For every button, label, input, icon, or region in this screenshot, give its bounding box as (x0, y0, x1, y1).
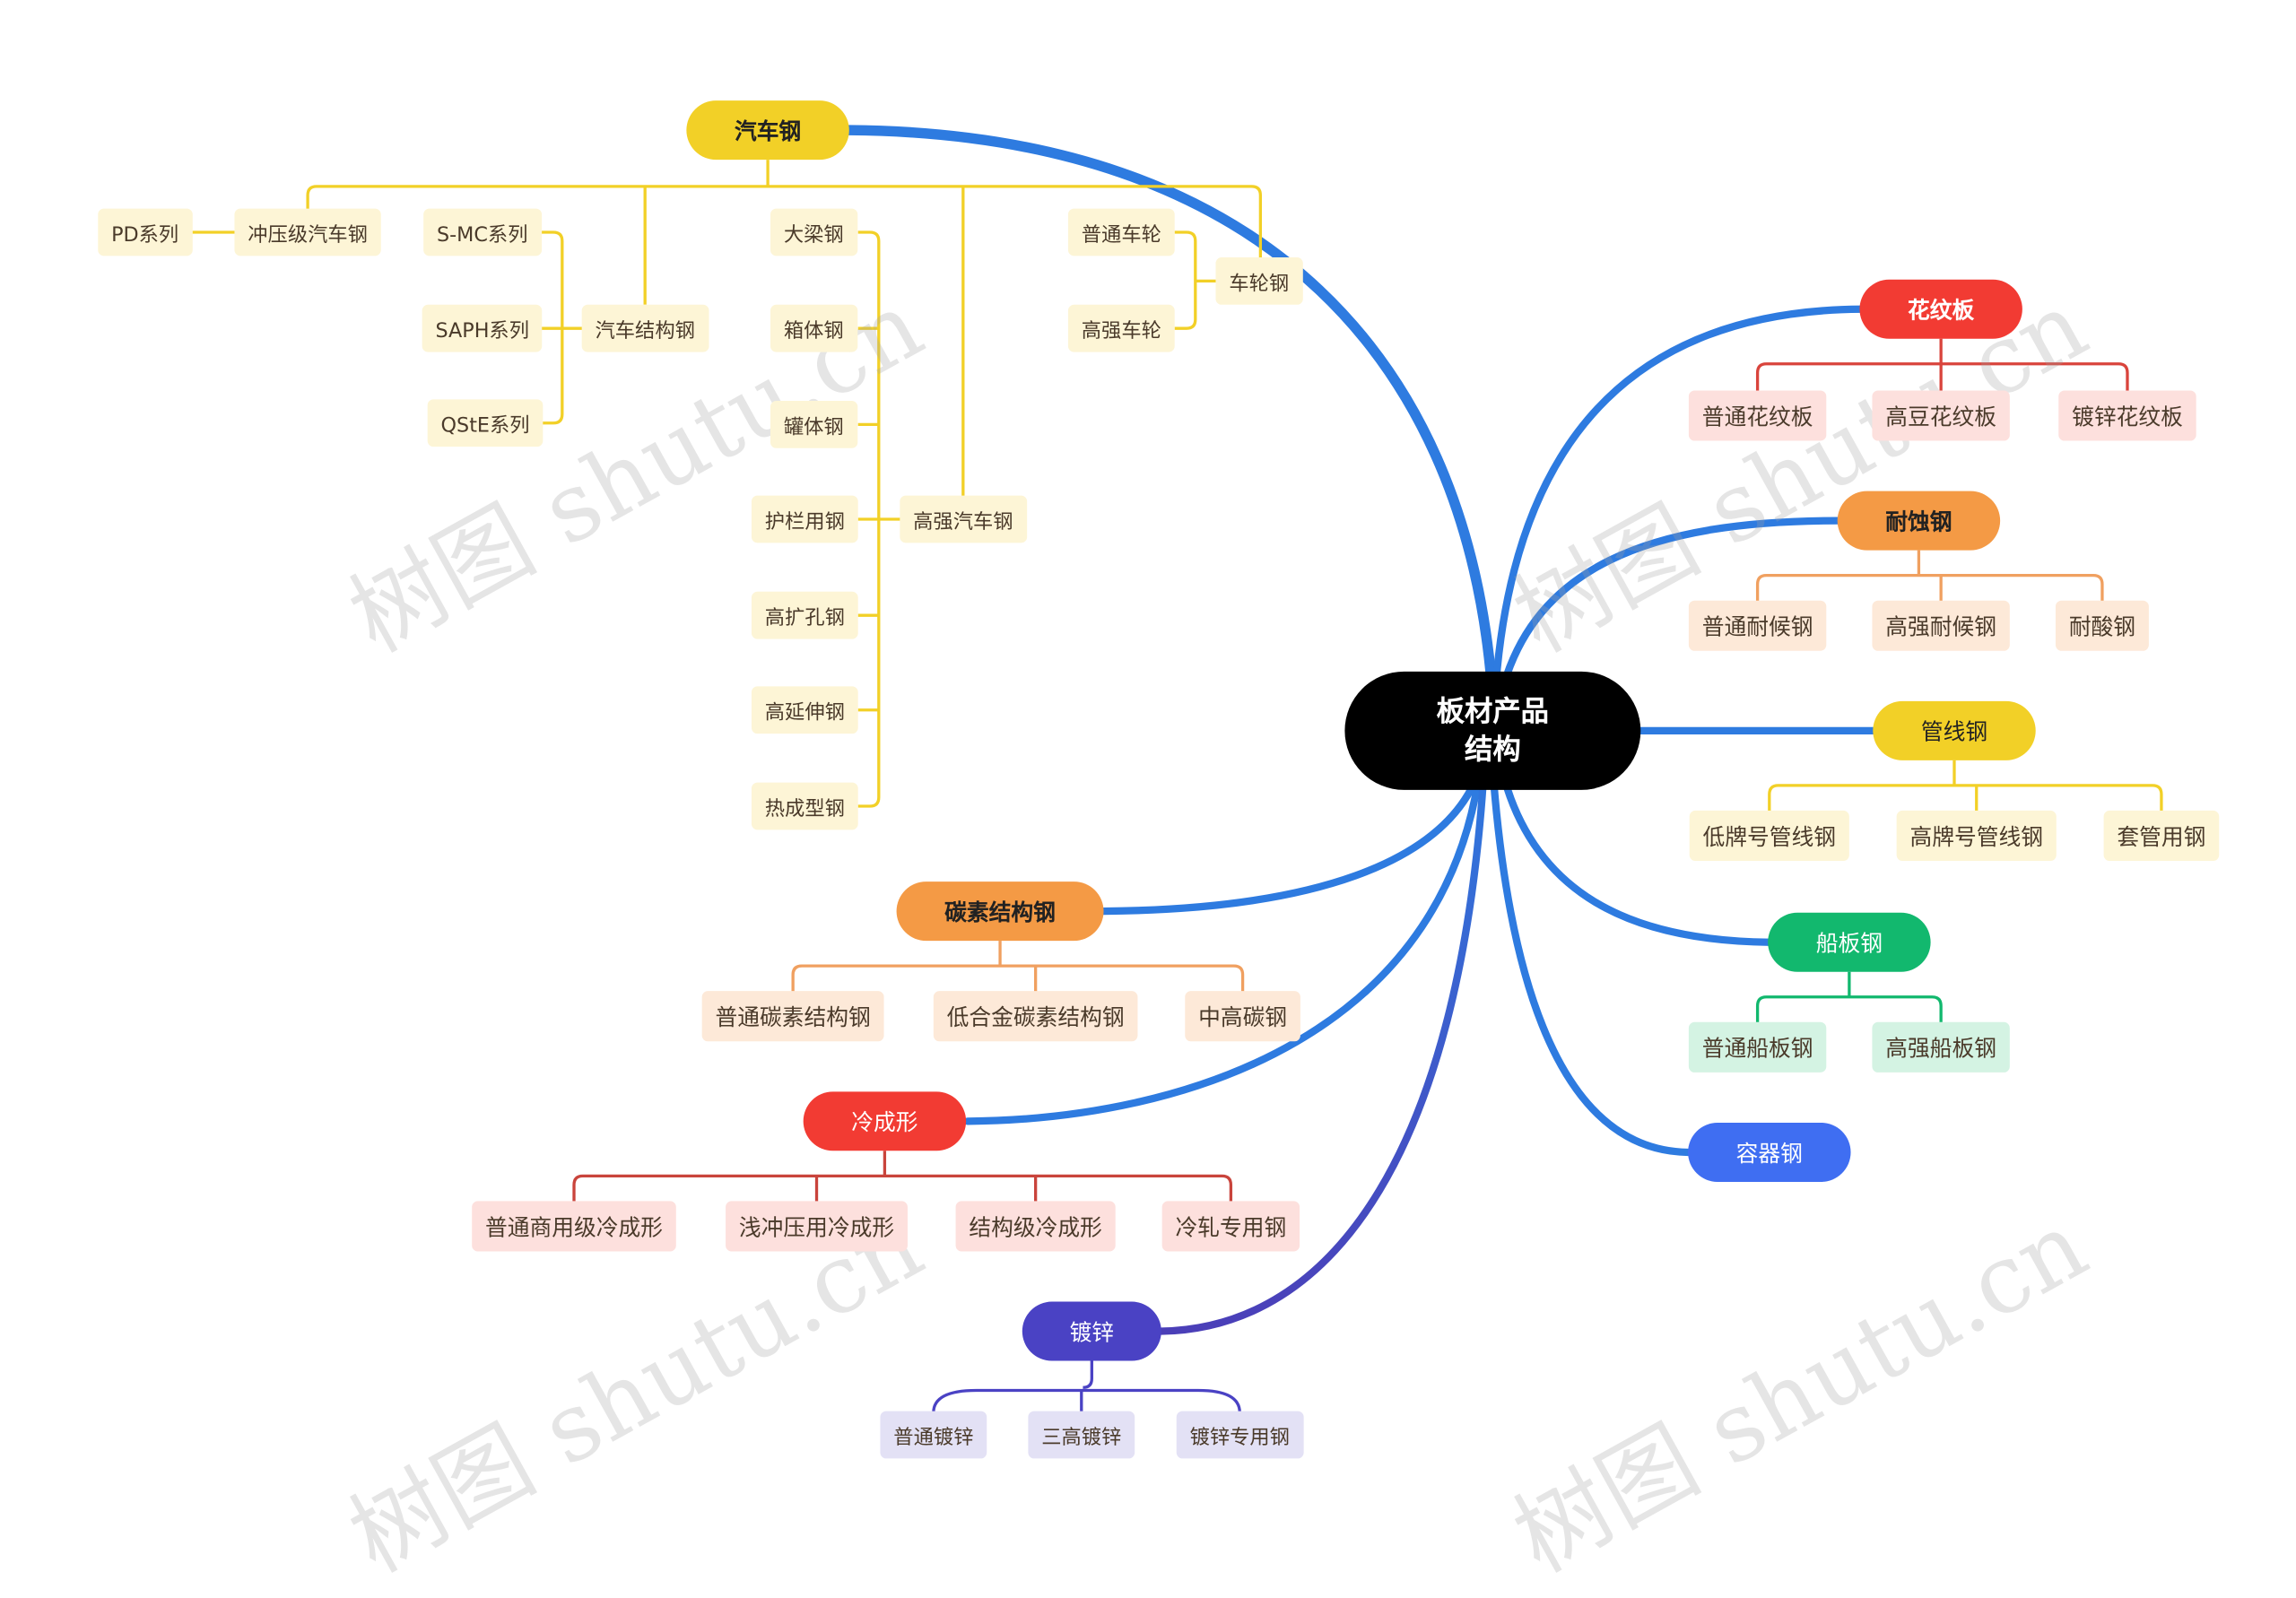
leaf-hole-expansion-steel[interactable]: 高扩孔钢 (751, 591, 858, 639)
leaf-triple-high-galvanized[interactable]: 三高镀锌 (1028, 1411, 1135, 1459)
trunk-vessel (1487, 743, 1692, 1157)
connector-lines (190, 125, 2163, 1413)
leaf-shallow-stamping-cold-formed[interactable]: 浅冲压用冷成形 (726, 1201, 908, 1252)
leaf-high-bean-checker-plate[interactable]: 高豆花纹板 (1872, 390, 2010, 441)
leaf-box-steel[interactable]: 箱体钢 (770, 304, 857, 352)
leaf-normal-galvanized[interactable]: 普通镀锌 (880, 1411, 987, 1459)
topic-pipeline-steel[interactable]: 管线钢 (1873, 700, 2036, 760)
trunk-cold-formed (963, 743, 1486, 1125)
leaf-galvanizing-special-steel[interactable]: 镀锌专用钢 (1176, 1411, 1303, 1459)
root-topic-line1: 板材产品 (1436, 695, 1550, 728)
subtopic-auto-structural-steel[interactable]: 汽车结构钢 (581, 304, 709, 352)
trunk-carbon (1100, 743, 1490, 916)
leaf-tank-steel[interactable]: 罐体钢 (770, 401, 857, 448)
leaf-high-strength-wheel[interactable]: 高强车轮 (1067, 304, 1175, 352)
leaf-guardrail-steel[interactable]: 护栏用钢 (751, 495, 858, 543)
subtopic-stamping-auto-steel[interactable]: 冲压级汽车钢 (234, 208, 381, 256)
leaf-normal-checker-plate[interactable]: 普通花纹板 (1688, 390, 1827, 441)
leaf-medium-high-carbon-steel[interactable]: 中高碳钢 (1185, 991, 1300, 1042)
leaf-pd-series[interactable]: PD系列 (98, 208, 193, 256)
leaf-normal-ship-plate-steel[interactable]: 普通船板钢 (1688, 1021, 1827, 1073)
leaf-hot-forming-steel[interactable]: 热成型钢 (751, 782, 858, 830)
leaf-casing-steel[interactable]: 套管用钢 (2103, 810, 2220, 862)
topic-ship-plate-steel[interactable]: 船板钢 (1768, 912, 1931, 972)
trunk-galvanized (1157, 743, 1490, 1335)
leaf-acid-resistant-steel[interactable]: 耐酸钢 (2055, 600, 2149, 651)
leaf-low-alloy-carbon-structural-steel[interactable]: 低合金碳素结构钢 (933, 991, 1138, 1042)
topic-checker-plate[interactable]: 花纹板 (1859, 279, 2022, 339)
leaf-high-grade-pipeline-steel[interactable]: 高牌号管线钢 (1896, 810, 2057, 862)
trunk-auto-steel (844, 125, 1500, 731)
subtopic-wheel-steel[interactable]: 车轮钢 (1215, 257, 1302, 305)
leaf-plain-carbon-structural-steel[interactable]: 普通碳素结构钢 (701, 991, 884, 1042)
leaf-high-strength-ship-plate-steel[interactable]: 高强船板钢 (1872, 1021, 2010, 1073)
trunk-checker-plate (1490, 305, 1866, 714)
leaf-high-elongation-steel[interactable]: 高延伸钢 (751, 686, 858, 734)
trunk-weathering (1493, 517, 1843, 717)
root-topic-line2: 结构 (1464, 734, 1521, 767)
topic-vessel-steel[interactable]: 容器钢 (1688, 1122, 1851, 1182)
leaf-normal-wheel[interactable]: 普通车轮 (1067, 208, 1175, 256)
topic-corrosion-resistant-steel[interactable]: 耐蚀钢 (1837, 491, 2001, 551)
leaf-normal-weathering-steel[interactable]: 普通耐候钢 (1688, 600, 1827, 651)
topic-galvanized[interactable]: 镀锌 (1022, 1301, 1161, 1361)
topic-carbon-structural-steel[interactable]: 碳素结构钢 (896, 882, 1104, 942)
topic-cold-formed[interactable]: 冷成形 (803, 1091, 967, 1151)
leaf-galvanized-checker-plate[interactable]: 镀锌花纹板 (2058, 390, 2196, 441)
leaf-commercial-cold-formed[interactable]: 普通商用级冷成形 (472, 1201, 676, 1252)
topic-auto-steel[interactable]: 汽车钢 (686, 100, 849, 161)
leaf-structural-cold-formed[interactable]: 结构级冷成形 (955, 1201, 1116, 1252)
trunk-ship (1493, 743, 1773, 946)
leaf-smc-series[interactable]: S-MC系列 (423, 208, 542, 256)
root-topic[interactable]: 板材产品 结构 (1344, 671, 1641, 790)
leaf-cold-rolling-special-steel[interactable]: 冷轧专用钢 (1161, 1201, 1300, 1252)
leaf-high-strength-weathering-steel[interactable]: 高强耐候钢 (1872, 600, 2010, 651)
leaf-qste-series[interactable]: QStE系列 (427, 399, 544, 447)
leaf-frame-steel[interactable]: 大梁钢 (770, 208, 857, 256)
leaf-low-grade-pipeline-steel[interactable]: 低牌号管线钢 (1689, 810, 1849, 862)
mind-map-canvas: 树图 shutu.cn 树图 shutu.cn 树图 shutu.cn 树图 s… (98, 100, 2220, 1594)
leaf-saph-series[interactable]: SAPH系列 (422, 304, 543, 352)
subtopic-high-strength-auto-steel[interactable]: 高强汽车钢 (900, 495, 1027, 543)
